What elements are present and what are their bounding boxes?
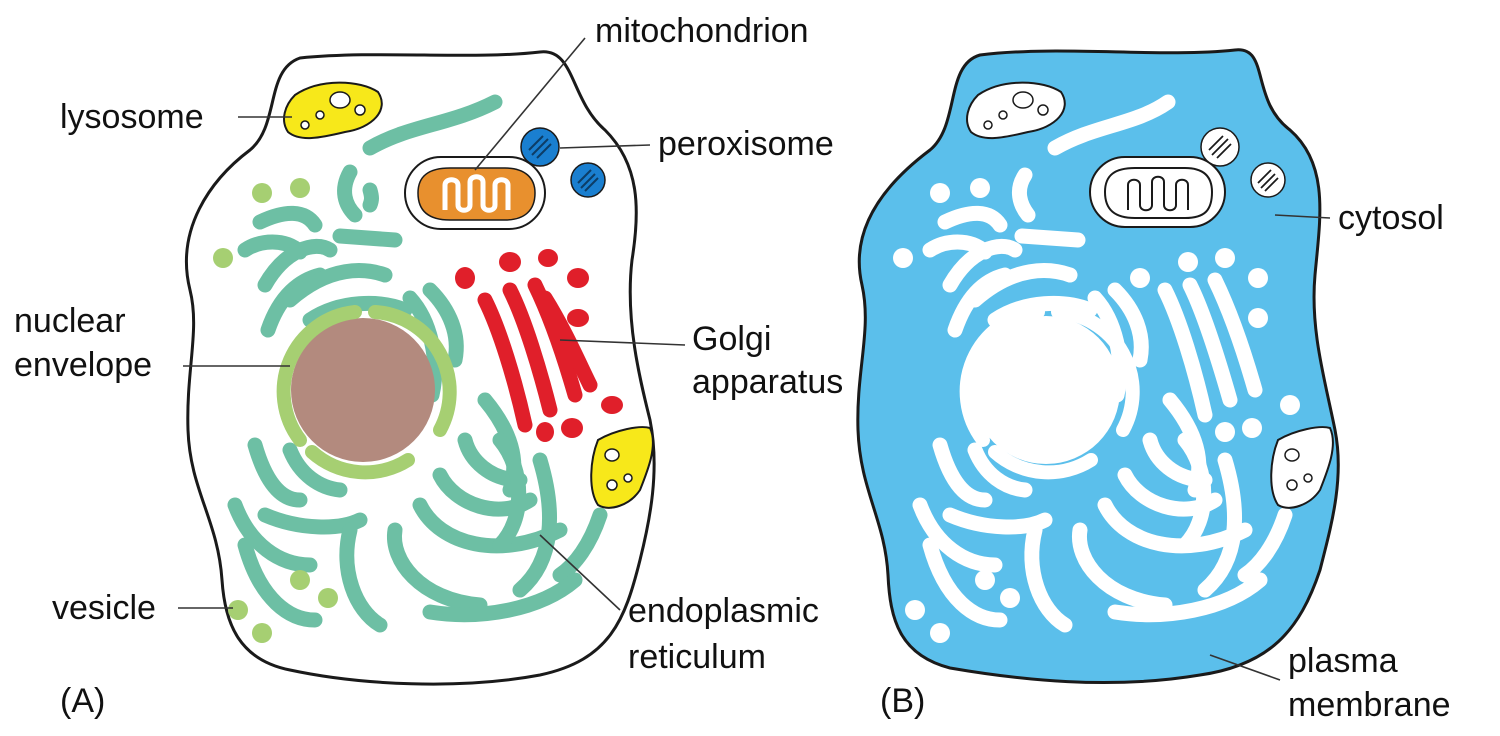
label-er-1: endoplasmic <box>628 592 819 630</box>
vesicles-b <box>893 178 1300 643</box>
nucleus-b <box>972 316 1120 464</box>
peroxisome-a <box>520 127 606 198</box>
golgi-a <box>477 277 598 433</box>
label-golgi-2: apparatus <box>692 363 843 401</box>
er-b <box>912 94 1293 633</box>
label-peroxisome: peroxisome <box>658 125 834 163</box>
label-cytosol: cytosol <box>1338 199 1444 237</box>
label-plasma-membrane-1: plasma <box>1288 642 1398 680</box>
mitochondrion-b <box>1089 156 1226 228</box>
nuclear-envelope-a <box>276 305 457 480</box>
panel-label-b: (B) <box>880 682 925 720</box>
panel-b <box>856 48 1340 685</box>
label-nuclear-envelope-2: envelope <box>14 346 152 384</box>
golgi-vesicles-a <box>455 249 623 442</box>
label-lysosome: lysosome <box>60 98 204 136</box>
label-vesicle: vesicle <box>52 589 156 627</box>
nuclear-envelope-b <box>959 305 1140 480</box>
leader-lines <box>178 37 1331 681</box>
vesicles-a <box>213 178 338 643</box>
label-er-2: reticulum <box>628 638 766 676</box>
peroxisome-b <box>1200 127 1286 198</box>
er-a <box>227 94 608 633</box>
lysosome-b-2 <box>1270 426 1334 509</box>
panel-a <box>185 50 656 686</box>
label-golgi-1: Golgi <box>692 320 771 358</box>
label-plasma-membrane-2: membrane <box>1288 686 1451 724</box>
nucleus-a <box>291 318 435 462</box>
labels: lysosome mitochondrion peroxisome nuclea… <box>14 12 1451 724</box>
label-mitochondrion: mitochondrion <box>595 12 809 50</box>
label-nuclear-envelope-1: nuclear <box>14 302 126 340</box>
lysosome-a-2 <box>590 426 654 509</box>
panel-label-a: (A) <box>60 682 105 720</box>
